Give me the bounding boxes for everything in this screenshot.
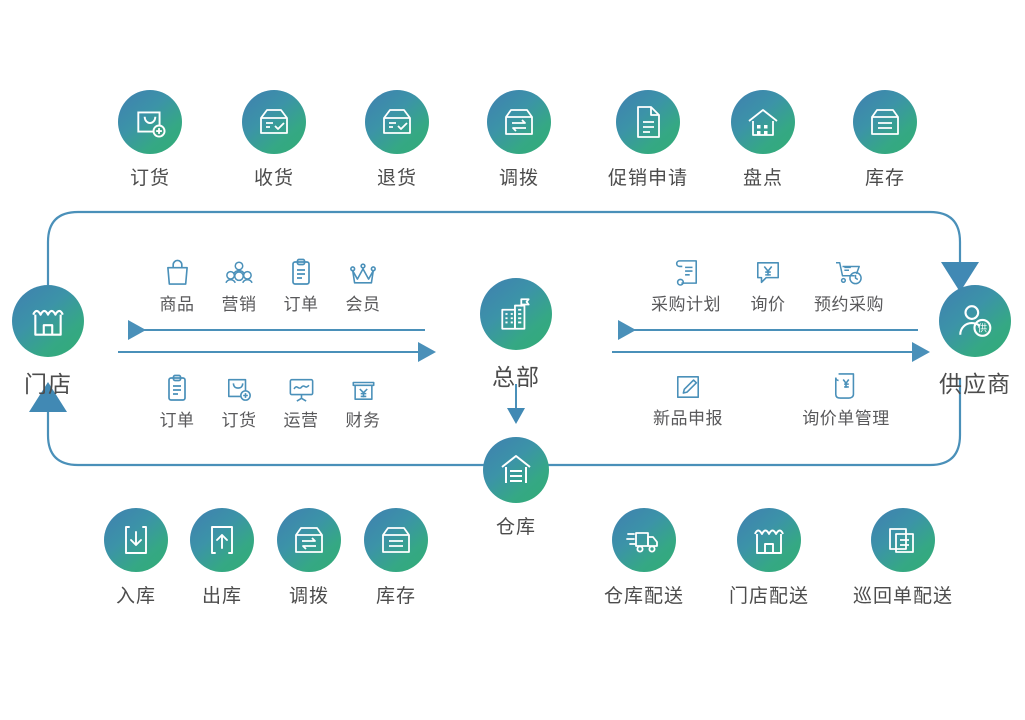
finance-yen-icon <box>351 368 376 402</box>
feature-huiyuan[interactable]: 会员 <box>328 252 398 315</box>
clipboard-icon <box>290 252 312 286</box>
top-item-6-label: 库存 <box>864 167 905 189</box>
node-warehouse-label: 仓库 <box>495 516 536 538</box>
stacked-documents-icon <box>871 508 935 572</box>
feature-dingdan-top[interactable]: 订单 <box>266 252 336 315</box>
office-building-flag-icon <box>480 278 552 350</box>
feature-dingdan-bottom[interactable]: 订单 <box>142 368 212 431</box>
feature-caigoujihua[interactable]: 采购计划 <box>632 252 740 315</box>
feature-caiwu[interactable]: 财务 <box>328 368 398 431</box>
bottom-left-item-1[interactable]: 出库 <box>190 508 254 608</box>
warehouse-icon <box>483 437 549 503</box>
bottom-right-item-2[interactable]: 巡回单配送 <box>853 508 953 608</box>
bottom-left-item-2-label: 调拨 <box>288 585 329 607</box>
feature-huiyuan-label: 会员 <box>345 295 381 315</box>
pencil-square-icon <box>675 366 701 400</box>
bottom-right-item-1[interactable]: 门店配送 <box>729 508 809 608</box>
feature-xunjiadanguanli-label: 询价单管理 <box>802 409 890 429</box>
node-store[interactable]: 门店 <box>12 285 84 399</box>
bottom-left-item-3-label: 库存 <box>375 585 416 607</box>
bottom-left-item-0-label: 入库 <box>115 585 156 607</box>
box-transfer-icon <box>277 508 341 572</box>
shopping-bag-plus-icon <box>226 368 252 402</box>
feature-yunying[interactable]: 运营 <box>266 368 336 431</box>
supplier-person-icon: 供 <box>939 285 1011 357</box>
top-item-5-label: 盘点 <box>742 167 783 189</box>
bottom-right-item-0[interactable]: 仓库配送 <box>604 508 684 608</box>
top-item-4[interactable]: 促销申请 <box>608 90 688 190</box>
feature-xunjia[interactable]: 询价 <box>733 252 803 315</box>
yen-speech-bubble-icon <box>755 252 781 286</box>
storefront-icon <box>737 508 801 572</box>
feature-dinghuo[interactable]: 订货 <box>204 368 274 431</box>
feature-yuyuecaigou[interactable]: 预约采购 <box>795 252 903 315</box>
feature-caigoujihua-label: 采购计划 <box>651 295 721 315</box>
box-check-return-icon <box>365 90 429 154</box>
bottom-left-item-3[interactable]: 库存 <box>364 508 428 608</box>
feature-shangpin-label: 商品 <box>159 295 195 315</box>
feature-yingxiao-label: 营销 <box>221 295 257 315</box>
top-item-1-label: 收货 <box>253 167 294 189</box>
top-item-3-label: 调拨 <box>498 167 539 189</box>
feature-dingdan-bottom-label: 订单 <box>159 411 195 431</box>
feature-dingdan-top-label: 订单 <box>283 295 319 315</box>
feature-xunjia-label: 询价 <box>750 295 786 315</box>
svg-text:供: 供 <box>978 323 988 335</box>
top-item-5[interactable]: 盘点 <box>731 90 795 190</box>
document-icon <box>616 90 680 154</box>
bottom-right-item-0-label: 仓库配送 <box>604 585 685 607</box>
top-item-2-label: 退货 <box>376 167 417 189</box>
arrow-up-tray-icon <box>190 508 254 572</box>
node-hq[interactable]: 总部 <box>480 278 552 392</box>
bottom-left-item-0[interactable]: 入库 <box>104 508 168 608</box>
node-warehouse[interactable]: 仓库 <box>483 437 549 539</box>
storefront-icon <box>12 285 84 357</box>
feature-yuyuecaigou-label: 预约采购 <box>814 295 884 315</box>
feature-yunying-label: 运营 <box>283 411 319 431</box>
warehouse-count-icon <box>731 90 795 154</box>
bottom-left-item-2[interactable]: 调拨 <box>277 508 341 608</box>
bottom-left-item-1-label: 出库 <box>201 585 242 607</box>
shopping-bag-plus-icon <box>118 90 182 154</box>
box-lines-icon <box>853 90 917 154</box>
marketing-people-icon <box>225 252 253 286</box>
top-item-6[interactable]: 库存 <box>853 90 917 190</box>
top-item-3[interactable]: 调拨 <box>487 90 551 190</box>
feature-yingxiao[interactable]: 营销 <box>204 252 274 315</box>
top-item-4-label: 促销申请 <box>608 167 689 189</box>
stacked-yen-documents-icon <box>833 366 859 400</box>
delivery-truck-icon <box>612 508 676 572</box>
feature-caiwu-label: 财务 <box>345 411 381 431</box>
crown-icon <box>349 252 377 286</box>
arrowhead-hq-warehouse <box>507 408 525 424</box>
top-item-0[interactable]: 订货 <box>118 90 182 190</box>
presentation-chart-icon <box>288 368 315 402</box>
feature-xinpinshenbao-label: 新品申报 <box>653 409 723 429</box>
cart-clock-icon <box>835 252 863 286</box>
node-supplier-label: 供应商 <box>939 372 1011 398</box>
feature-dinghuo-label: 订货 <box>221 411 257 431</box>
top-item-1[interactable]: 收货 <box>242 90 306 190</box>
node-store-label: 门店 <box>24 372 72 398</box>
top-item-0-label: 订货 <box>129 167 170 189</box>
bottom-right-item-2-label: 巡回单配送 <box>853 585 954 607</box>
bottom-right-item-1-label: 门店配送 <box>729 585 810 607</box>
node-supplier[interactable]: 供 供应商 <box>939 285 1011 399</box>
shopping-bag-icon <box>165 252 190 286</box>
feature-xinpinshenbao[interactable]: 新品申报 <box>634 366 742 429</box>
box-check-icon <box>242 90 306 154</box>
node-hq-label: 总部 <box>492 365 540 391</box>
top-item-2[interactable]: 退货 <box>365 90 429 190</box>
box-transfer-icon <box>487 90 551 154</box>
feature-shangpin[interactable]: 商品 <box>142 252 212 315</box>
arrow-down-tray-icon <box>104 508 168 572</box>
feature-xunjiadanguanli[interactable]: 询价单管理 <box>792 366 900 429</box>
purchase-plan-scroll-icon <box>673 252 699 286</box>
clipboard-icon <box>166 368 188 402</box>
box-lines-icon <box>364 508 428 572</box>
